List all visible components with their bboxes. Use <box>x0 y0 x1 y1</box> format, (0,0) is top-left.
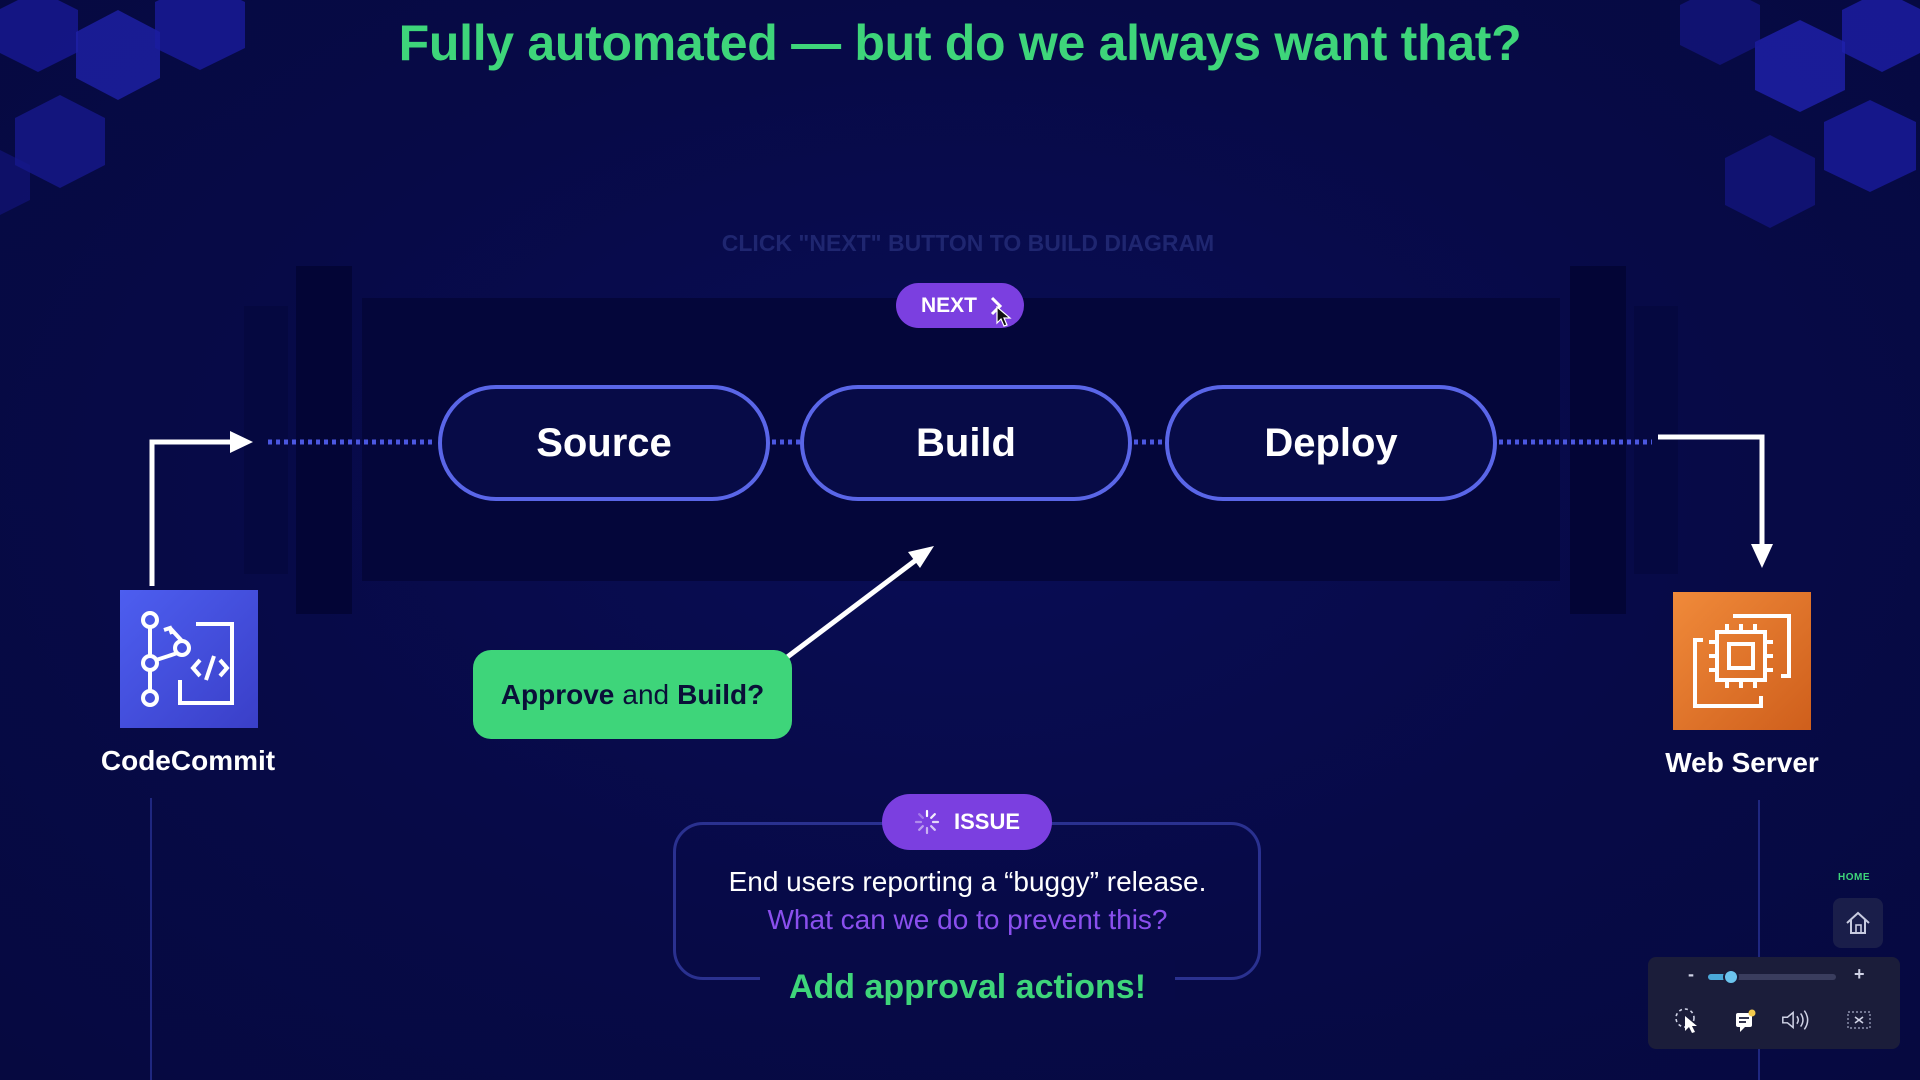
webserver-service <box>1673 592 1811 730</box>
mouse-cursor-icon <box>996 306 1012 327</box>
captions-icon <box>1736 1009 1756 1032</box>
callout-and-text: and <box>622 678 670 710</box>
stage-build-label: Build <box>916 420 1016 465</box>
issue-answer-backdrop <box>760 960 1175 1000</box>
arrow-deploy-to-webserver <box>1658 434 1765 546</box>
callout-approve-text: Approve <box>500 678 615 710</box>
issue-description: End users reporting a “buggy” release. <box>728 866 1207 897</box>
stage-source-label: Source <box>536 420 672 465</box>
ec2-chip-icon <box>1693 614 1791 708</box>
zoom-slider-thumb[interactable] <box>1723 969 1740 985</box>
next-button-label: NEXT <box>920 293 977 317</box>
slide-title: Fully automated — but do we always want … <box>398 15 1522 71</box>
home-icon <box>1846 911 1870 934</box>
stage-deploy-label: Deploy <box>1264 420 1398 465</box>
arrowhead-left <box>230 431 253 453</box>
hexagon-pattern-right <box>1680 0 1920 228</box>
home-button[interactable] <box>1833 898 1883 948</box>
issue-question: What can we do to prevent this? <box>767 904 1168 935</box>
player-controls: - + <box>1648 957 1900 1049</box>
close-icon <box>1847 1011 1871 1029</box>
approve-callout: Approve and Build? <box>473 650 792 739</box>
callout-build-text: Build? <box>677 678 765 710</box>
guide-line-right <box>1758 800 1760 1080</box>
pointer-button[interactable] <box>1672 1005 1702 1035</box>
volume-button[interactable] <box>1780 1005 1810 1035</box>
zoom-slider[interactable] <box>1708 969 1836 985</box>
codecommit-service <box>120 590 258 728</box>
close-player-button[interactable] <box>1844 1005 1874 1035</box>
guide-line-left <box>150 798 152 1080</box>
captions-button[interactable] <box>1730 1005 1760 1035</box>
hexagon-pattern-left <box>0 0 245 215</box>
spinner-icon <box>914 809 940 835</box>
arrow-codecommit-to-source <box>149 439 232 586</box>
codecommit-label: CodeCommit <box>100 745 276 776</box>
stage-source[interactable]: Source <box>438 385 770 501</box>
issue-answer: Add approval actions! <box>788 968 1147 1006</box>
arrowhead-right <box>1751 544 1773 568</box>
codecommit-icon <box>141 611 234 707</box>
stage-deploy[interactable]: Deploy <box>1165 385 1497 501</box>
arrow-approve-to-build <box>784 558 918 660</box>
webserver-label: Web Server <box>1665 747 1819 778</box>
zoom-slider-fill <box>1708 974 1732 980</box>
instruction-text: CLICK "NEXT" BUTTON TO BUILD DIAGRAM <box>721 230 1215 256</box>
rail-right-outer <box>1634 306 1678 574</box>
arrowhead-diagonal <box>908 546 934 568</box>
stage-build[interactable]: Build <box>800 385 1132 501</box>
pointer-icon <box>1675 1008 1697 1033</box>
volume-icon <box>1782 1010 1809 1030</box>
issue-badge-label: ISSUE <box>953 809 1021 834</box>
rail-left-outer <box>244 306 288 574</box>
chevron-right-icon <box>990 296 1003 315</box>
zoom-in-button[interactable]: + <box>1854 964 1865 984</box>
issue-badge: ISSUE <box>882 794 1052 850</box>
zoom-out-button[interactable]: - <box>1688 964 1694 984</box>
home-label: HOME <box>1838 872 1870 883</box>
